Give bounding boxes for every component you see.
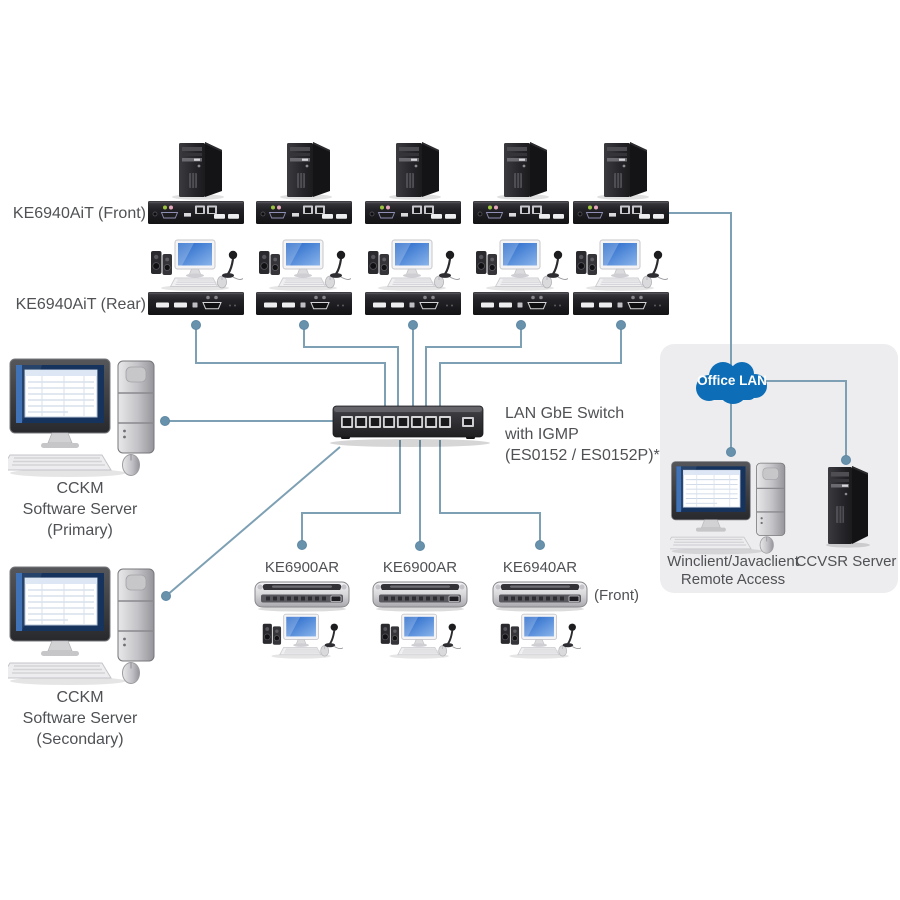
remote-client-computer-icon <box>670 460 788 556</box>
label-receiver-3: KE6940AR <box>502 559 578 576</box>
cckm-primary-computer-icon <box>8 357 158 479</box>
receiver-unit-icon-2 <box>372 579 468 612</box>
tower-pc-icon-2 <box>276 140 332 200</box>
label-cckm-secondary: CCKM Software Server (Secondary) <box>22 689 138 748</box>
label-receiver-1: KE6900AR <box>264 559 340 576</box>
label-lan-switch: LAN GbE Switch with IGMP (ES0152 / ES015… <box>505 405 660 464</box>
ccvsr-server-tower-icon <box>822 464 870 548</box>
ke6940ait-rear-unit-4 <box>473 292 569 315</box>
receiver-unit-icon-3 <box>492 579 588 612</box>
label-ccvsr-server: CCVSR Server <box>795 553 897 570</box>
tower-pc-icon-5 <box>593 140 649 200</box>
ke6940ait-rear-unit-2 <box>256 292 352 315</box>
receiver-workstation-icon-2 <box>379 612 461 660</box>
receiver-workstation-icon-3 <box>499 612 581 660</box>
receiver-unit-icon-1 <box>254 579 350 612</box>
ke6940ait-rear-unit-3 <box>365 292 461 315</box>
ke6940ait-front-unit-5 <box>573 201 669 224</box>
label-tx-front: KE6940AiT (Front) <box>12 205 146 222</box>
ke6940ait-front-unit-3 <box>365 201 461 224</box>
lan-gbe-switch-icon <box>325 402 495 448</box>
console-workstation-icon-4 <box>474 238 568 292</box>
label-receiver-2: KE6900AR <box>382 559 458 576</box>
console-workstation-icon-2 <box>257 238 351 292</box>
tower-pc-icon-1 <box>168 140 224 200</box>
console-workstation-icon-3 <box>366 238 460 292</box>
cckm-secondary-computer-icon <box>8 565 158 687</box>
console-workstation-icon-5 <box>574 238 668 292</box>
label-remote-access: Winclient/Javaclient Remote Access <box>667 553 799 588</box>
tower-pc-icon-4 <box>493 140 549 200</box>
console-workstation-icon-1 <box>149 238 243 292</box>
receiver-workstation-icon-1 <box>261 612 343 660</box>
label-cckm-primary: CCKM Software Server (Primary) <box>22 480 138 539</box>
ke6940ait-rear-unit-5 <box>573 292 669 315</box>
label-office-lan: Office LAN <box>697 373 767 388</box>
label-tx-rear: KE6940AiT (Rear) <box>15 296 146 313</box>
ke6940ait-rear-unit-1 <box>148 292 244 315</box>
tower-pc-icon-3 <box>385 140 441 200</box>
ke6940ait-front-unit-2 <box>256 201 352 224</box>
ke6940ait-front-unit-1 <box>148 201 244 224</box>
label-receiver-front-note: (Front) <box>594 587 639 604</box>
ke6940ait-front-unit-4 <box>473 201 569 224</box>
